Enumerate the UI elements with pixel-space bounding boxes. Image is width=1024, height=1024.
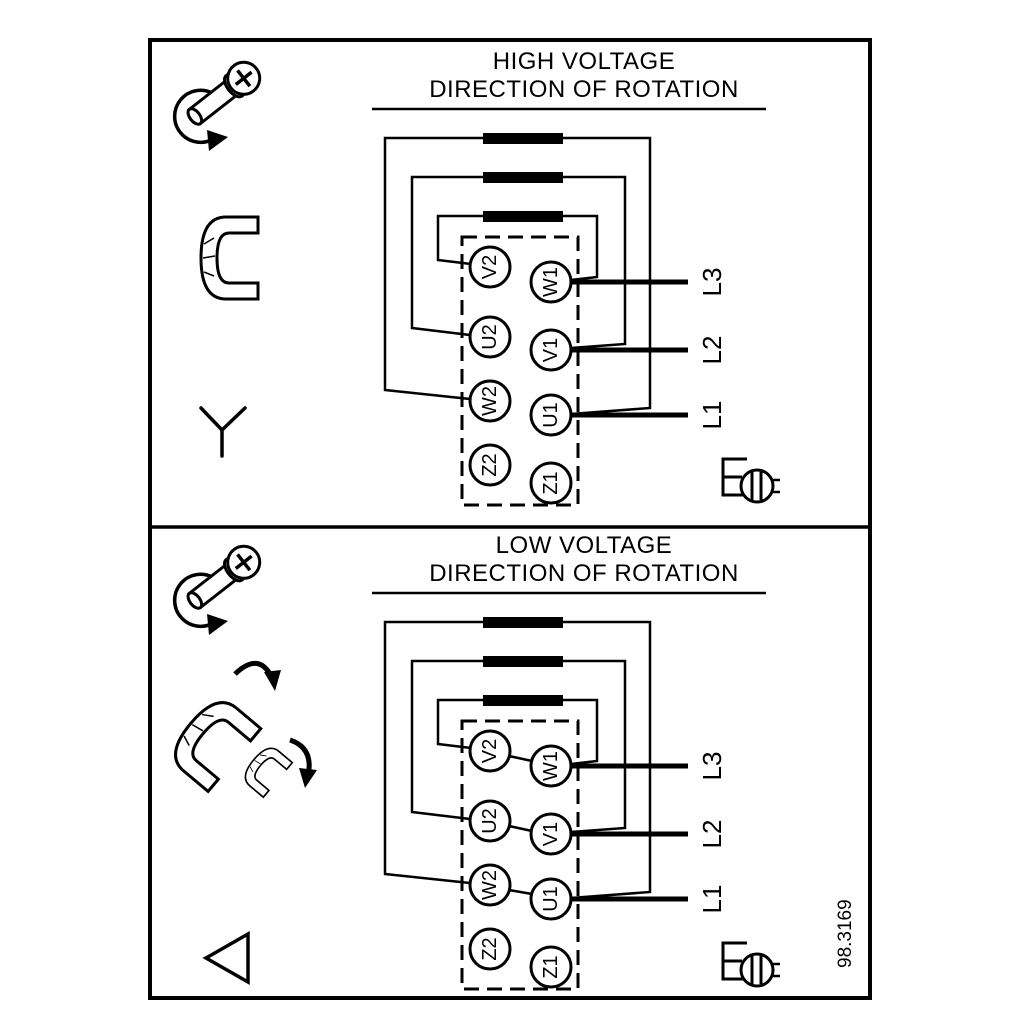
winding-bar — [483, 133, 563, 144]
terminal-u1: U1 — [529, 877, 573, 921]
supply-line-label: L2 — [697, 336, 727, 365]
terminal-z1: Z1 — [529, 461, 573, 505]
terminal-z1: Z1 — [529, 945, 573, 989]
svg-text:W1: W1 — [540, 267, 562, 297]
star-symbol — [199, 406, 247, 458]
wire — [563, 214, 599, 282]
terminal-block: V2 U2 W2 Z2 W1 V1 U1 Z1 — [460, 235, 580, 507]
svg-text:U1: U1 — [540, 886, 562, 912]
terminal-v2: V2 — [468, 729, 512, 773]
supply-line-label: L3 — [697, 752, 727, 781]
wire — [383, 136, 483, 401]
rotate-arrow-head — [299, 768, 317, 788]
supply-line-label: L1 — [697, 401, 727, 430]
svg-text:U2: U2 — [479, 808, 501, 834]
winding-bar — [483, 172, 563, 183]
wire — [563, 698, 599, 766]
wire — [436, 214, 483, 266]
svg-text:V2: V2 — [479, 255, 501, 279]
wire — [383, 620, 483, 885]
svg-text:Z2: Z2 — [479, 453, 501, 476]
terminal-w1: W1 — [529, 260, 573, 304]
terminal-v1: V1 — [529, 812, 573, 856]
panel-subtitle: DIRECTION OF ROTATION — [429, 76, 739, 103]
supply-line-label: L3 — [697, 268, 727, 297]
wire — [563, 175, 627, 350]
rotate-arrow-head — [264, 670, 281, 691]
winding-bar — [483, 695, 563, 706]
diagram-border — [148, 38, 872, 1000]
delta-symbol — [202, 930, 250, 986]
svg-text:W2: W2 — [479, 386, 501, 416]
figure-ref-number: 98.3169 — [835, 899, 856, 968]
svg-text:V1: V1 — [540, 822, 562, 846]
terminal-box — [460, 235, 580, 507]
svg-text:U2: U2 — [479, 324, 501, 350]
panel-title: LOW VOLTAGE — [496, 532, 673, 559]
delta-link — [508, 824, 533, 833]
svg-text:W1: W1 — [540, 751, 562, 781]
terminal-u2: U2 — [468, 315, 512, 359]
svg-text:U1: U1 — [540, 402, 562, 428]
terminal-w1: W1 — [529, 744, 573, 788]
wire — [563, 659, 627, 834]
winding-bar — [483, 656, 563, 667]
terminal-u2: U2 — [468, 799, 512, 843]
low-voltage-panel: LOW VOLTAGE DIRECTION OF ROTATION L3 L2 — [162, 532, 782, 991]
terminal-box — [460, 719, 580, 991]
svg-text:W2: W2 — [479, 870, 501, 900]
high-voltage-panel: HIGH VOLTAGE DIRECTION OF ROTATION L3 L2… — [172, 48, 782, 507]
winding-bar — [483, 211, 563, 222]
svg-text:V1: V1 — [540, 338, 562, 362]
supply-line-label: L1 — [697, 885, 727, 914]
delta-link — [508, 888, 533, 896]
svg-text:Z2: Z2 — [479, 937, 501, 960]
terminal-w2: W2 — [468, 863, 512, 907]
wire — [436, 698, 483, 750]
svg-text:Z1: Z1 — [540, 955, 562, 978]
terminal-u1: U1 — [529, 393, 573, 437]
terminal-v1: V1 — [529, 328, 573, 372]
wire — [410, 175, 483, 337]
terminal-w2: W2 — [468, 379, 512, 423]
wire — [563, 136, 652, 416]
wire — [563, 620, 652, 900]
delta-link — [508, 754, 533, 763]
terminal-block: V2 U2 W2 Z2 W1 V1 U1 Z1 — [460, 719, 580, 991]
panel-subtitle: DIRECTION OF ROTATION — [429, 560, 739, 587]
terminal-z2: Z2 — [468, 443, 512, 487]
wire — [410, 659, 483, 821]
terminal-v2: V2 — [468, 245, 512, 289]
svg-text:Z1: Z1 — [540, 471, 562, 494]
delta-jumper-icon — [162, 661, 317, 798]
winding-bar — [483, 617, 563, 628]
panel-title: HIGH VOLTAGE — [493, 48, 675, 75]
supply-line-label: L2 — [697, 820, 727, 849]
terminal-z2: Z2 — [468, 927, 512, 971]
svg-text:V2: V2 — [479, 739, 501, 763]
